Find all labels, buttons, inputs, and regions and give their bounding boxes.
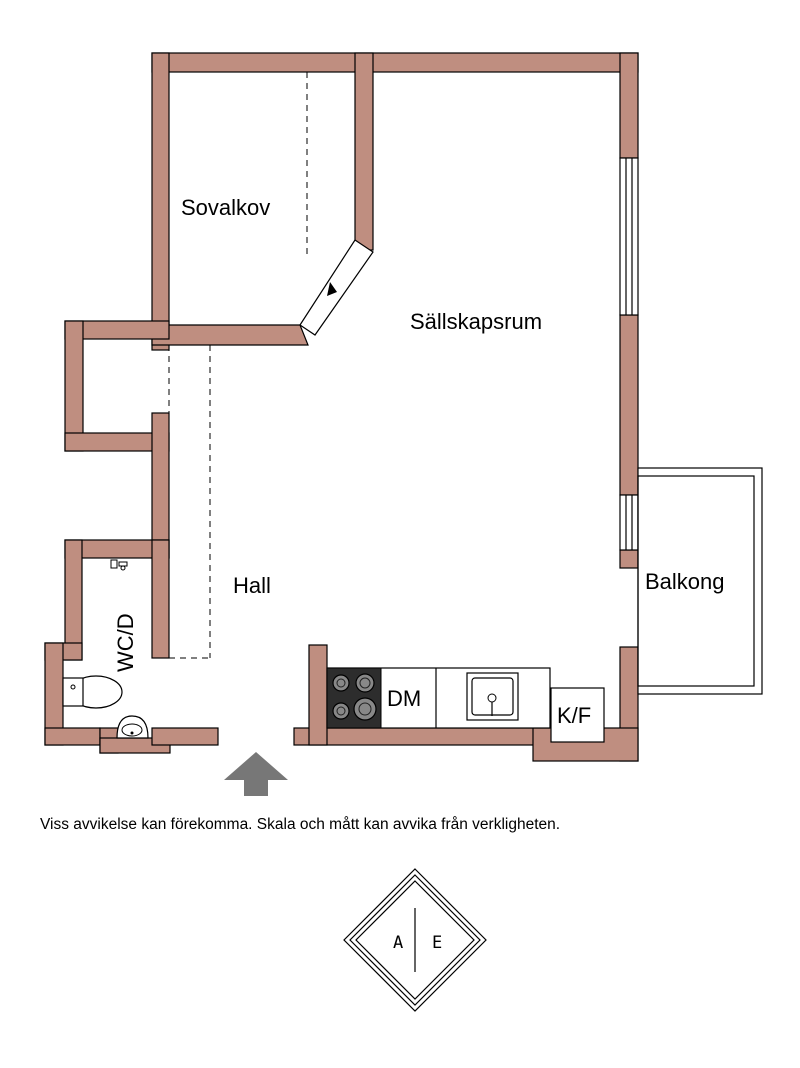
wall-hall-left [151, 412, 170, 559]
windows [619, 157, 639, 551]
label-sallskapsrum: Sällskapsrum [410, 309, 542, 334]
compass-left-letter: A [393, 933, 403, 953]
wall-kitchen-bottom [293, 727, 535, 746]
entrance-arrow-icon [224, 752, 288, 796]
sliding-door [299, 239, 374, 336]
label-hall: Hall [233, 573, 271, 598]
disclaimer-text: Viss avvikelse kan förekomma. Skala och … [40, 816, 561, 833]
toilet-icon [62, 675, 123, 709]
balcony-inner [637, 475, 755, 687]
kitchen [326, 667, 605, 743]
label-sovalkov: Sovalkov [181, 195, 270, 220]
fridge [550, 687, 605, 743]
label-dm: DM [387, 686, 421, 711]
wall-wc-bottom-left [44, 727, 101, 746]
compass: A E [343, 868, 487, 1012]
wall-sovalkov-bottom [151, 324, 309, 346]
wc-fixtures [62, 559, 149, 739]
wall-kitchen-left [308, 644, 328, 746]
balcony [637, 467, 763, 695]
wall-divider [354, 52, 374, 251]
sink-drain-icon [487, 693, 497, 703]
washbasin-icon [116, 715, 149, 739]
window-upper [619, 157, 639, 316]
label-wc: WC/D [113, 613, 138, 672]
wall-closet-left [64, 320, 84, 452]
balcony-outer [637, 467, 763, 695]
wall-right-middle [619, 314, 639, 496]
label-kf: K/F [557, 703, 591, 728]
sink [466, 672, 519, 721]
wall-sovalkov-left [151, 52, 170, 351]
wall-wc-right [151, 539, 170, 659]
stove-burner-icon [332, 673, 377, 721]
wall-top [151, 52, 639, 73]
wall-right-upper [619, 52, 639, 159]
sovalkov-opening [299, 239, 374, 336]
label-balkong: Balkong [645, 569, 725, 594]
window-lower [619, 494, 639, 551]
wall-right-stub [619, 549, 639, 569]
walls [44, 52, 639, 762]
dashed-lines [168, 72, 308, 659]
compass-right-letter: E [432, 933, 442, 953]
faucet-icon [110, 559, 128, 571]
door-arrow-icon [327, 282, 337, 296]
wall-entrance-left [151, 727, 219, 746]
wall-wc-left-upper [64, 539, 83, 661]
